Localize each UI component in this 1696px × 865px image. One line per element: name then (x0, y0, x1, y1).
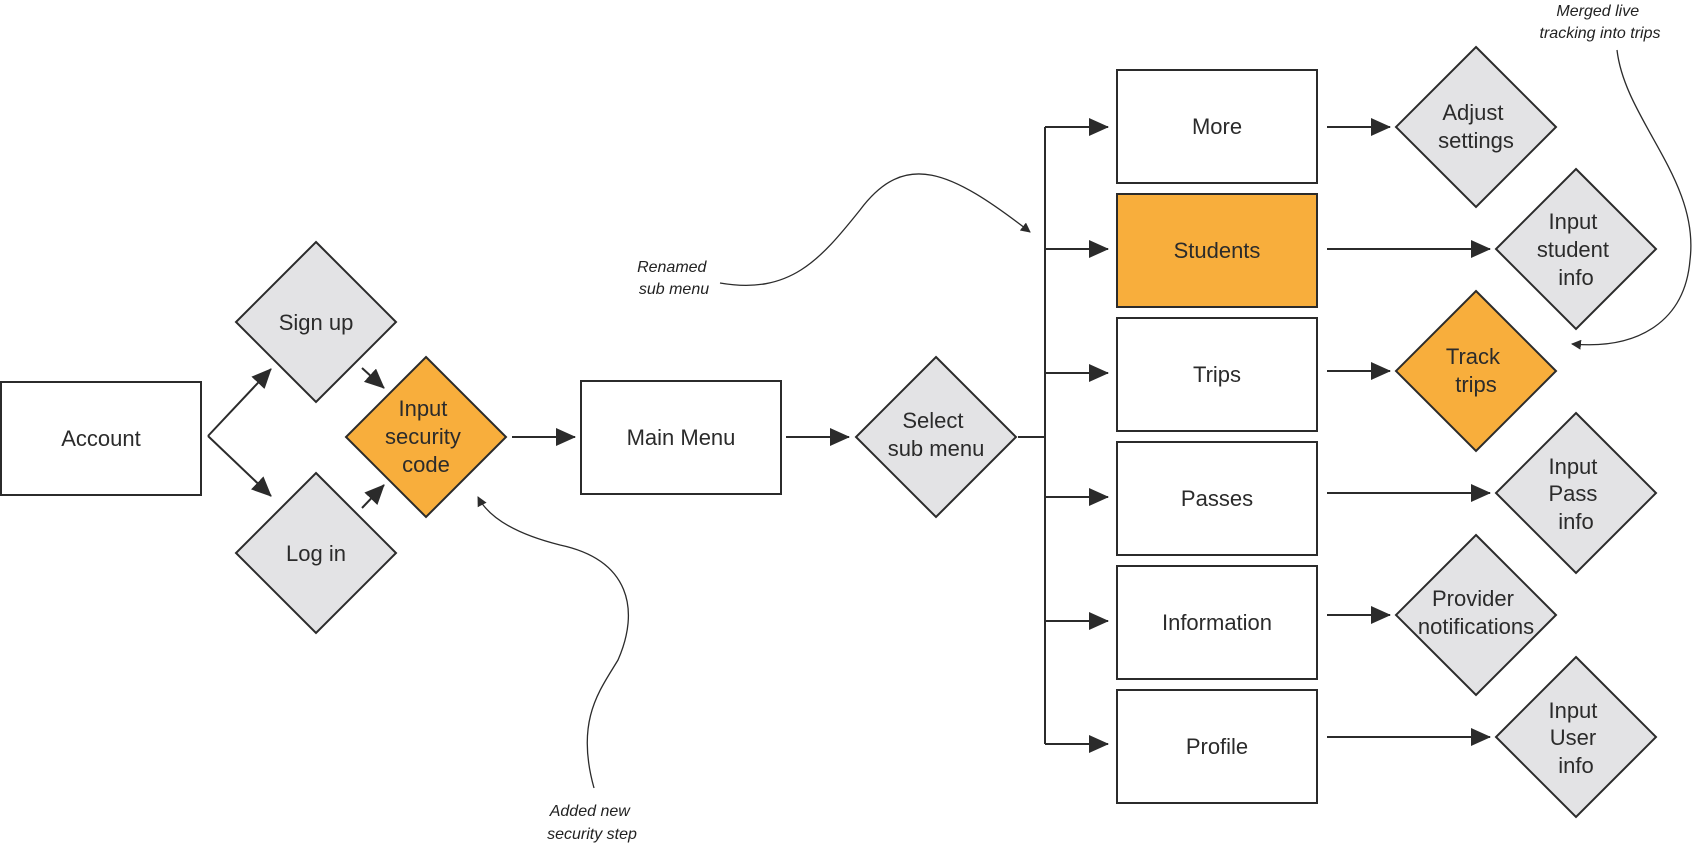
connector-sign-up-to-security (361, 367, 385, 389)
profile-box[interactable] (1116, 689, 1318, 804)
annotation-curve-merged (1571, 49, 1692, 350)
information-box[interactable] (1116, 565, 1318, 680)
adjust-settings-diamond[interactable] (1394, 45, 1558, 209)
log-in-diamond[interactable] (234, 471, 398, 635)
input-pass-info-line-2: Pass (1548, 481, 1597, 506)
track-trips-label: Track trips (1446, 344, 1506, 397)
adjust-settings-label: Adjust settings (1438, 100, 1514, 153)
annotation-curve-renamed (719, 173, 1031, 287)
select-sub-menu-diamond[interactable] (854, 355, 1018, 519)
provider-notifications-line-2: notifications (1418, 614, 1534, 639)
passes-label: Passes (1181, 486, 1253, 511)
information-label: Information (1162, 610, 1272, 635)
connector-log-in-to-security (361, 484, 385, 509)
input-user-info-label: Input User info (1548, 698, 1603, 778)
more-label: More (1192, 114, 1242, 139)
connector-account-to-log-in (207, 435, 272, 497)
annotation-renamed-sub-menu: Renamed sub menu (637, 259, 711, 298)
main-menu-box[interactable] (580, 380, 782, 495)
provider-notifications-diamond[interactable] (1394, 533, 1558, 697)
input-user-info-line-3: info (1558, 753, 1593, 778)
select-sub-menu-line-1: Select (902, 408, 963, 433)
main-menu-label: Main Menu (627, 425, 736, 450)
track-trips-line-2: trips (1455, 372, 1497, 397)
input-pass-info-diamond[interactable] (1494, 411, 1658, 575)
annotation-renamed-line-2: sub menu (639, 281, 709, 298)
trips-box[interactable] (1116, 317, 1318, 432)
input-pass-info-line-3: info (1558, 509, 1593, 534)
select-sub-menu-label: Select sub menu (888, 408, 985, 461)
input-user-info-line-1: Input (1548, 698, 1597, 723)
annotation-renamed-line-1: Renamed (637, 259, 707, 276)
annotation-security-line-1: Added new (549, 803, 632, 820)
input-security-code-line-2: security (385, 424, 461, 449)
students-box[interactable] (1116, 193, 1318, 308)
annotation-merged-live-tracking: Merged live tracking into trips (1540, 3, 1661, 42)
connector-account-to-sign-up (207, 368, 272, 437)
annotation-added-security-step: Added new security step (547, 803, 637, 843)
adjust-settings-line-1: Adjust (1442, 100, 1503, 125)
passes-box[interactable] (1116, 441, 1318, 556)
connectors (207, 118, 1491, 753)
input-security-code-line-1: Input (398, 396, 447, 421)
more-box[interactable] (1116, 69, 1318, 184)
input-pass-info-label: Input Pass info (1548, 454, 1603, 534)
input-student-info-line-1: Input (1548, 209, 1597, 234)
input-student-info-diamond[interactable] (1494, 167, 1658, 331)
provider-notifications-label: Provider notifications (1418, 586, 1534, 639)
input-security-code-diamond[interactable] (344, 355, 508, 519)
input-student-info-line-3: info (1558, 265, 1593, 290)
annotation-curve-security (477, 496, 630, 789)
annotation-curves (477, 49, 1692, 789)
students-label: Students (1174, 238, 1261, 263)
input-student-info-line-2: student (1537, 237, 1609, 262)
track-trips-diamond[interactable] (1394, 289, 1558, 453)
annotation-security-line-2: security step (547, 826, 637, 843)
input-user-info-line-2: User (1550, 725, 1596, 750)
sign-up-label: Sign up (279, 310, 354, 335)
input-security-code-label: Input security code (385, 396, 467, 477)
input-security-code-line-3: code (402, 452, 450, 477)
provider-notifications-line-1: Provider (1432, 586, 1514, 611)
track-trips-line-1: Track (1446, 344, 1501, 369)
annotation-merged-line-2: tracking into trips (1540, 25, 1661, 42)
sign-up-diamond[interactable] (234, 240, 398, 404)
select-sub-menu-line-2: sub menu (888, 436, 985, 461)
input-pass-info-line-1: Input (1548, 454, 1597, 479)
profile-label: Profile (1186, 734, 1248, 759)
input-user-info-diamond[interactable] (1494, 655, 1658, 819)
account-box[interactable] (0, 381, 202, 496)
annotation-merged-line-1: Merged live (1556, 3, 1639, 20)
account-label: Account (61, 426, 141, 451)
trips-label: Trips (1193, 362, 1241, 387)
input-student-info-label: Input student info (1537, 209, 1615, 290)
adjust-settings-line-2: settings (1438, 128, 1514, 153)
log-in-label: Log in (286, 541, 346, 566)
